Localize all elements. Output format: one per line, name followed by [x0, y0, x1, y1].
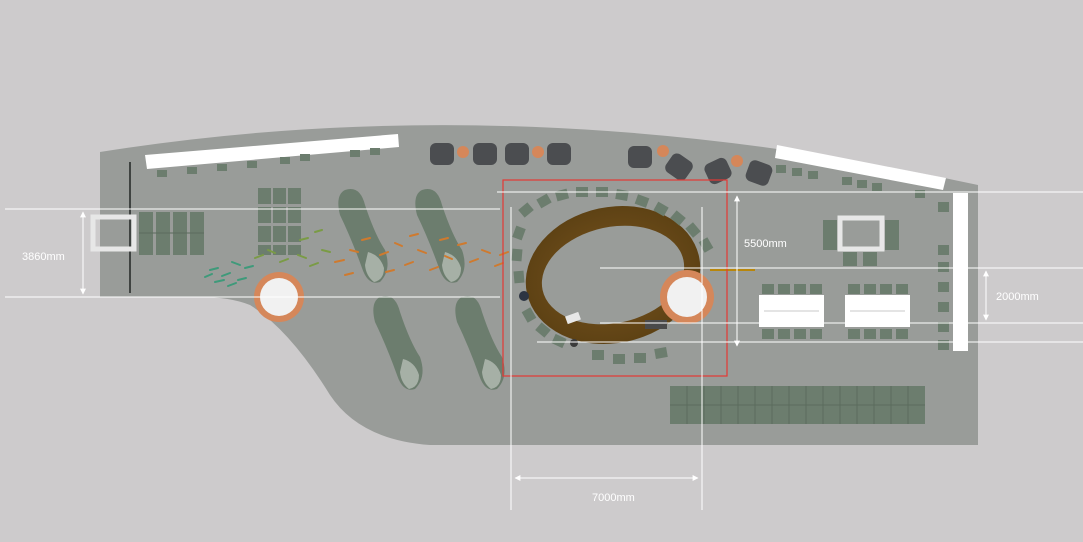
leaf-pattern: [204, 229, 509, 287]
top-right-counter: [775, 145, 946, 198]
meeting-table-right: [845, 284, 910, 339]
lounge-chair: [455, 296, 505, 390]
highlight-frame: [502, 179, 728, 377]
oval-ring-table: [511, 187, 755, 364]
bottom-seating-row: [670, 386, 925, 424]
right-frame-table: [823, 215, 899, 266]
lounge-chair: [373, 296, 423, 390]
lounge-chair: [338, 189, 388, 283]
top-left-counter: [145, 134, 399, 177]
center-column: [660, 270, 714, 324]
right-counter: [938, 193, 968, 351]
left-frame-table: [90, 212, 204, 255]
dimension-lines: [5, 191, 1083, 510]
dimension-label-left: 3860mm: [22, 251, 65, 263]
left-chair-block: [258, 188, 301, 255]
dimension-label-center: 5500mm: [744, 238, 787, 250]
meeting-table-left: [759, 284, 824, 339]
top-lounge-set: [430, 143, 773, 186]
dimension-label-right: 2000mm: [996, 291, 1039, 303]
dimension-label-bottom: 7000mm: [592, 492, 635, 504]
